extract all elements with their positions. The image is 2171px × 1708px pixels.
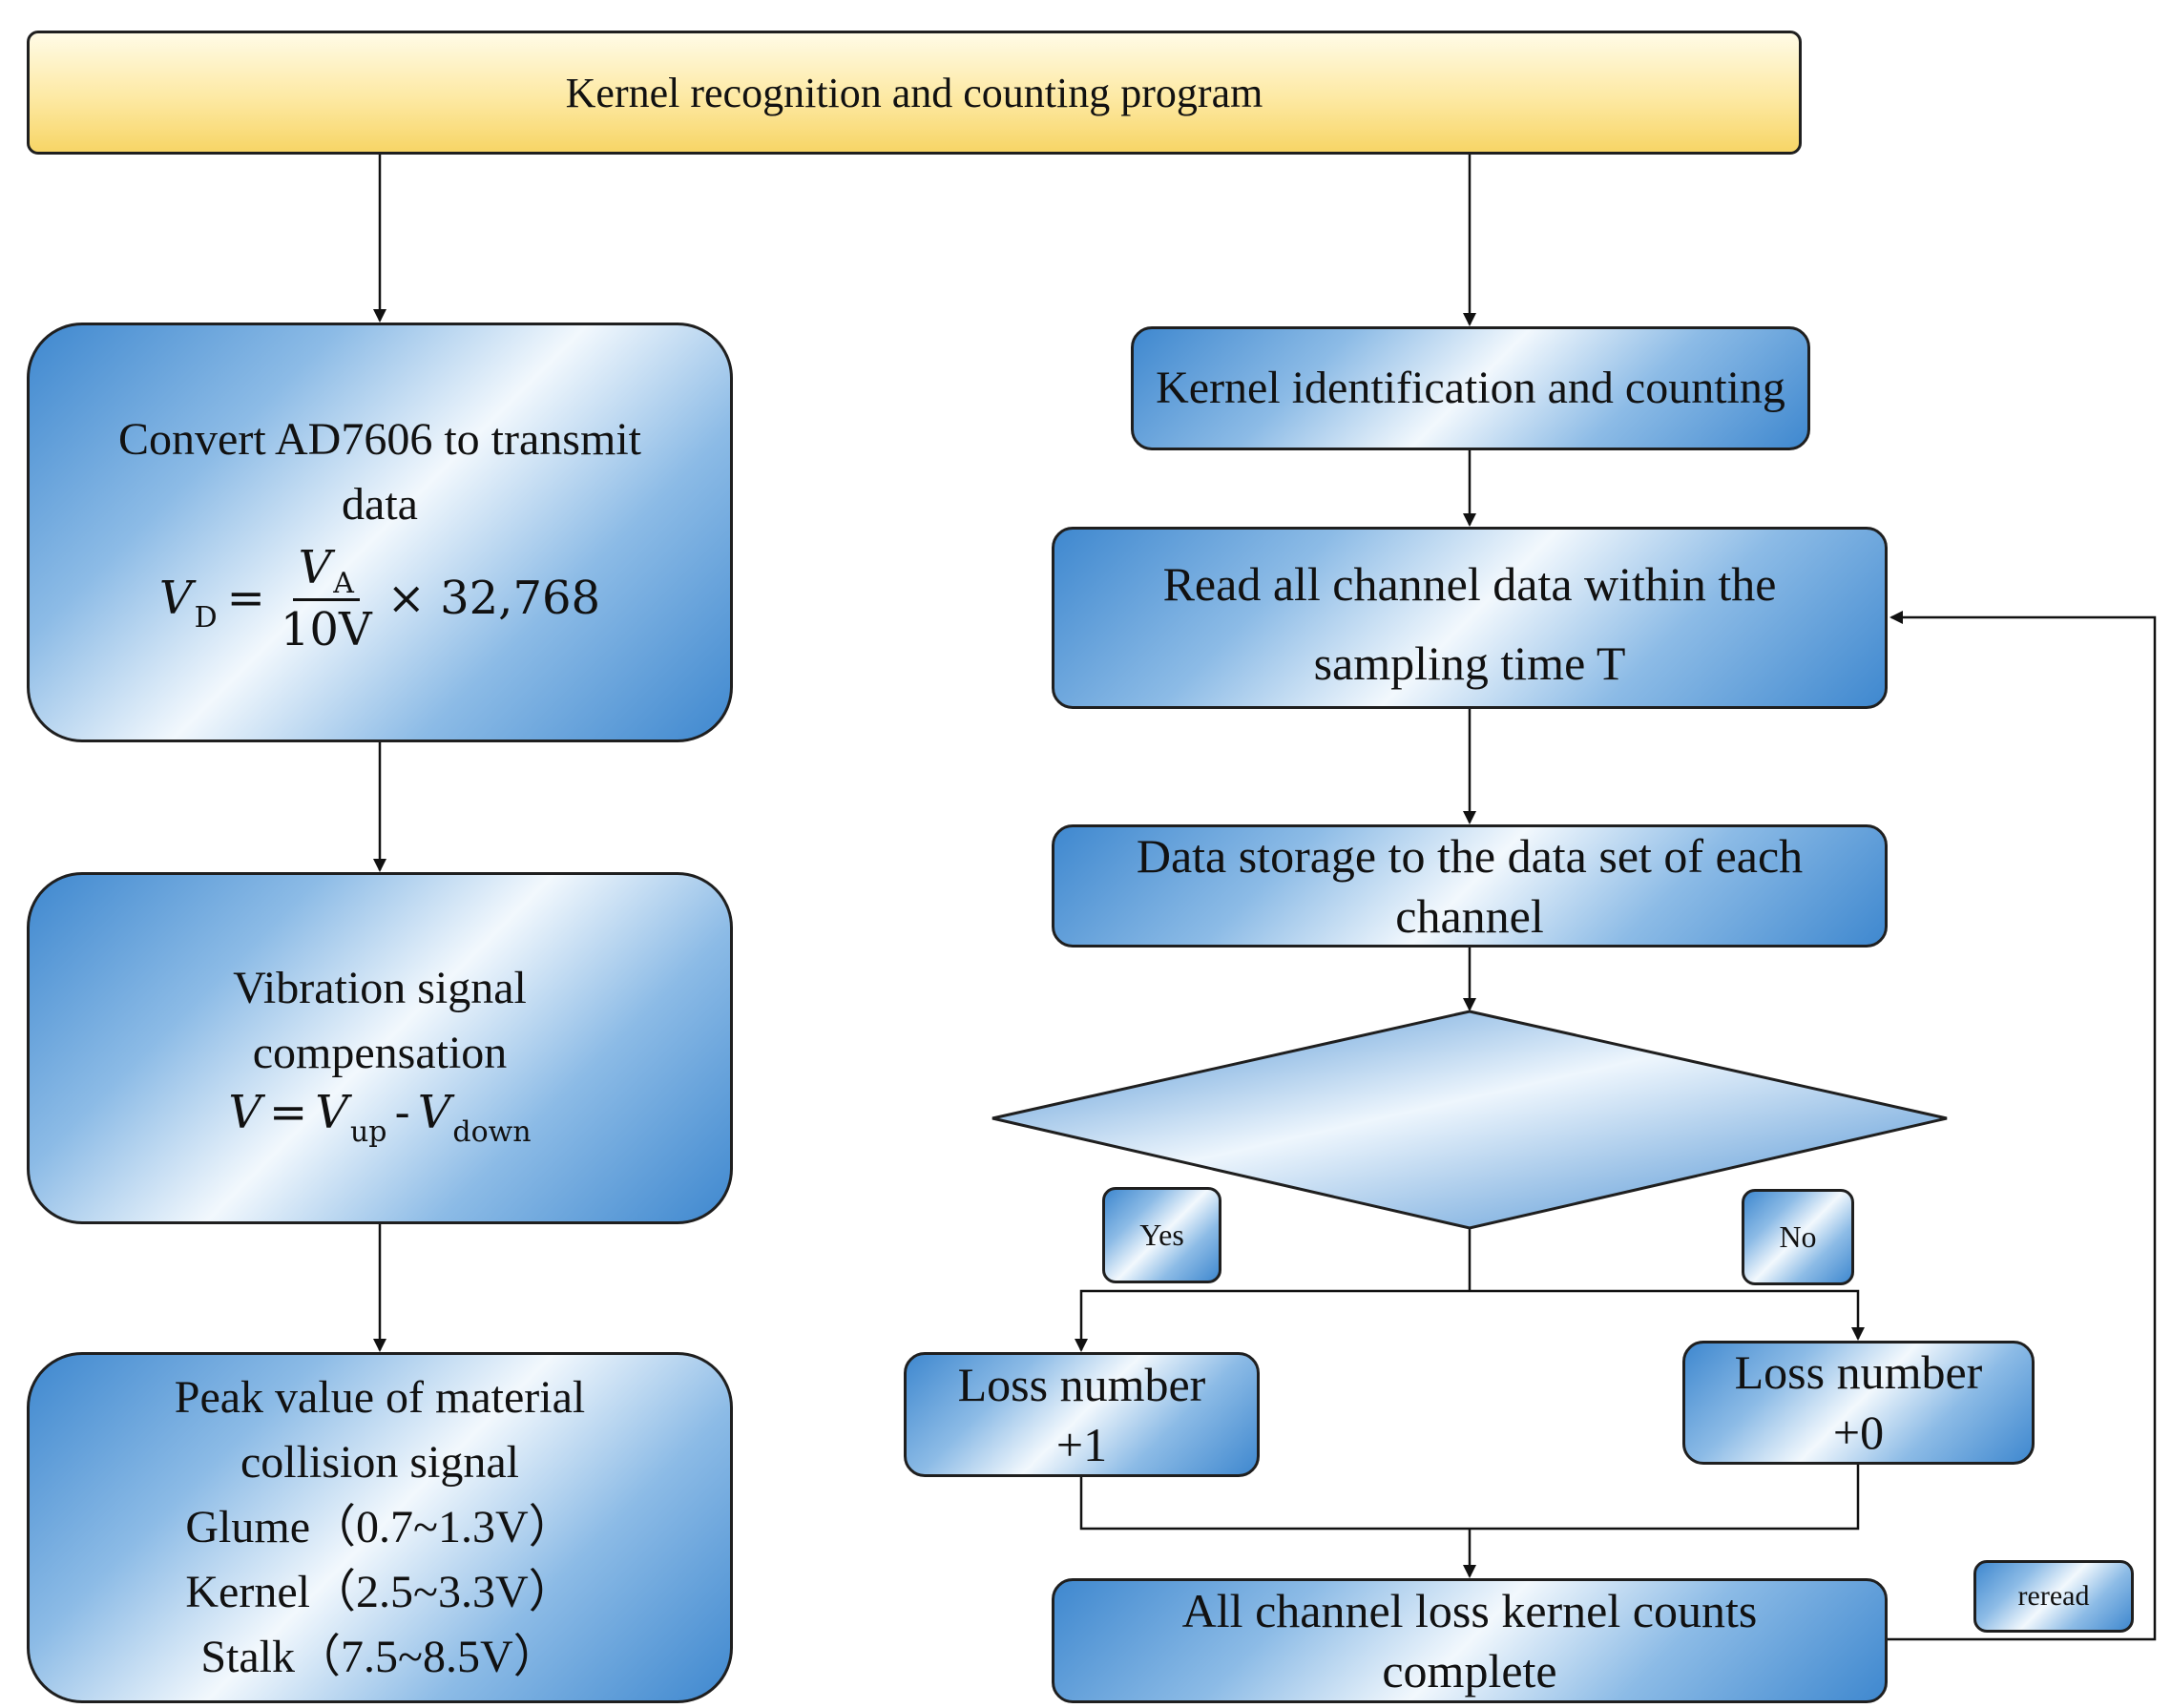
peak-kernel-range: Kernel（2.5~3.3V） <box>185 1567 574 1618</box>
formula-vup-sub: up <box>349 1114 387 1149</box>
convert-text-line-2: data <box>342 478 418 530</box>
formula-vdown-sub: down <box>452 1114 532 1149</box>
formula-multiplier: × 32,768 <box>386 572 601 626</box>
reread-label-box: reread <box>1973 1560 2134 1633</box>
vibration-text-line-1: Vibration signal <box>233 962 527 1013</box>
formula-v: V <box>228 1085 262 1139</box>
peak-text-line-2: collision signal <box>240 1436 519 1488</box>
arrow-to-loss-plus0 <box>1470 1289 1865 1341</box>
formula-denominator: 10V <box>280 602 372 656</box>
convert-formula: VD = VA 10V × 32,768 <box>159 541 600 657</box>
formula-fraction: VA 10V <box>281 541 372 657</box>
identification-text: Kernel identification and counting <box>1156 362 1785 413</box>
reread-label: reread <box>2017 1580 2090 1612</box>
yes-label-box: Yes <box>1102 1187 1221 1283</box>
program-title: Kernel recognition and counting program <box>565 69 1263 116</box>
decision-diamond <box>992 1010 1948 1230</box>
formula-equals: = <box>226 572 265 626</box>
formula-v-equals: = <box>269 1085 308 1139</box>
formula-vup: V <box>315 1085 348 1139</box>
complete-box: All channel loss kernel counts complete <box>1052 1578 1888 1703</box>
storage-box: Data storage to the data set of each cha… <box>1052 824 1888 948</box>
no-label: No <box>1779 1219 1817 1254</box>
no-label-box: No <box>1742 1189 1854 1285</box>
identification-box: Kernel identification and counting <box>1131 326 1810 450</box>
formula-vd: V <box>158 572 193 626</box>
storage-text-line-1: Data storage to the data set of each <box>1136 828 1804 883</box>
peak-box: Peak value of material collision signal … <box>27 1352 733 1703</box>
loss-plus1-line-1: Loss number <box>957 1357 1206 1411</box>
formula-vdown: V <box>417 1085 451 1139</box>
loss-plus1-box: Loss number +1 <box>904 1352 1260 1477</box>
loss-plus0-box: Loss number +0 <box>1682 1341 2035 1465</box>
loss-plus0-line-2: +0 <box>1832 1406 1885 1459</box>
formula-va-sub: A <box>333 567 354 601</box>
storage-text-line-2: channel <box>1395 888 1544 943</box>
read-text-line-2: sampling time T <box>1313 636 1626 690</box>
read-box: Read all channel data within the samplin… <box>1052 527 1888 709</box>
complete-text-line-2: complete <box>1382 1643 1557 1698</box>
program-title-box: Kernel recognition and counting program <box>27 31 1802 155</box>
convert-text-line-1: Convert AD7606 to transmit <box>118 413 641 465</box>
formula-vd-sub: D <box>194 601 218 635</box>
vibration-formula: V = Vup - Vdown <box>228 1085 531 1149</box>
formula-minus: - <box>394 1085 410 1139</box>
vibration-text-line-2: compensation <box>252 1027 508 1078</box>
peak-text-line-1: Peak value of material <box>174 1371 586 1423</box>
convert-box: Convert AD7606 to transmit data VD = VA … <box>27 323 733 742</box>
loss-plus0-line-1: Loss number <box>1734 1345 1983 1399</box>
yes-label: Yes <box>1139 1218 1184 1252</box>
peak-glume-range: Glume（0.7~1.3V） <box>185 1501 574 1552</box>
arrow-to-loss-plus1 <box>1075 1289 1470 1352</box>
peak-stalk-range: Stalk（7.5~8.5V） <box>200 1632 559 1683</box>
arrow-reread-loop <box>1888 611 2157 1641</box>
loss-plus1-line-2: +1 <box>1055 1417 1108 1471</box>
formula-va: V <box>298 541 332 595</box>
complete-text-line-1: All channel loss kernel counts <box>1181 1583 1758 1637</box>
read-text-line-1: Read all channel data within the <box>1162 557 1777 611</box>
vibration-box: Vibration signal compensation V = Vup - … <box>27 872 733 1224</box>
